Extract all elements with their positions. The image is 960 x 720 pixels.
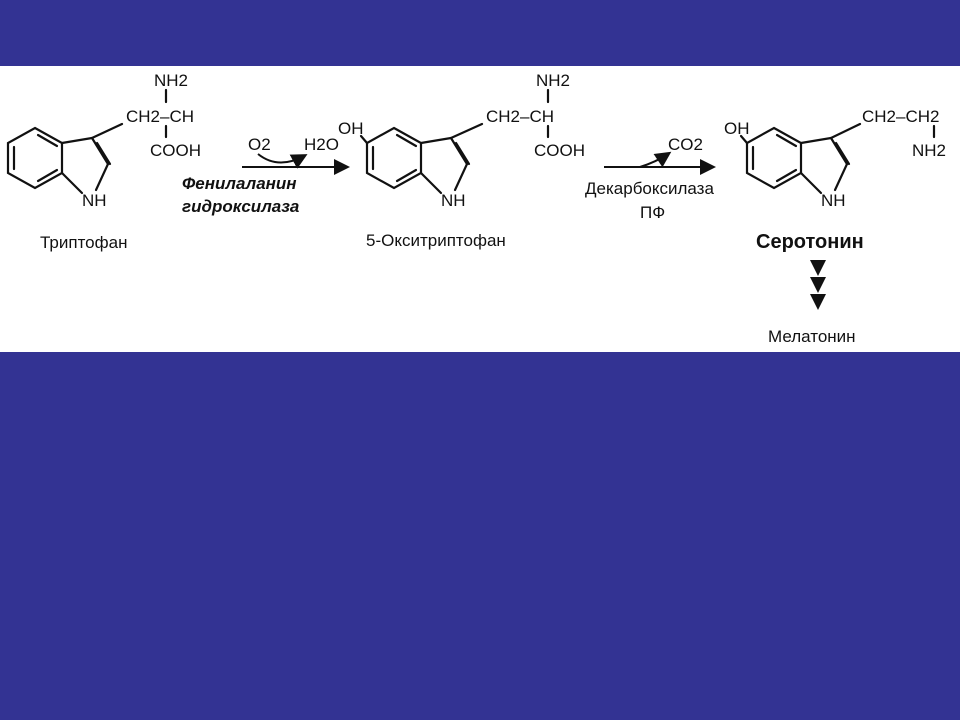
tryptophan-nh2: NH2: [154, 71, 188, 90]
serotonin-nh: NH: [821, 191, 846, 210]
serotonin-ch2-ch2: CH2–CH2: [862, 107, 939, 126]
pathway-panel: NH2 CH2–CH COOH NH Триптофан O2 H2O Фени…: [0, 66, 960, 352]
cofactor-pf: ПФ: [640, 203, 665, 222]
tryptophan-name: Триптофан: [40, 233, 127, 252]
oxytryptophan-nh2: NH2: [536, 71, 570, 90]
oxytryptophan-cooh: COOH: [534, 141, 585, 160]
reaction1-h2o: H2O: [304, 135, 339, 154]
tryptophan-ch2-ch: CH2–CH: [126, 107, 194, 126]
tryptophan-nh: NH: [82, 191, 107, 210]
oxytryptophan-nh: NH: [441, 191, 466, 210]
reaction-decarboxylation: CO2 Декарбоксилаза ПФ: [585, 135, 716, 222]
oxytryptophan-name: 5-Окситриптофан: [366, 231, 506, 250]
enzyme-decarboxylase: Декарбоксилаза: [585, 179, 714, 198]
enzyme-phenylalanine-hydroxylase-line1: Фенилаланин: [182, 174, 297, 193]
serotonin-name: Серотонин: [756, 231, 864, 253]
oxytryptophan-ch2-ch: CH2–CH: [486, 107, 554, 126]
melatonin-name: Мелатонин: [768, 327, 856, 346]
tryptophan-indole-ring: [6, 122, 124, 195]
oxytryptophan-indole-ring: [359, 122, 484, 195]
tryptophan-cooh: COOH: [150, 141, 201, 160]
reaction1-side-arrow: [257, 153, 308, 169]
serotonin-pathway-diagram: NH2 CH2–CH COOH NH Триптофан O2 H2O Фени…: [6, 71, 946, 346]
tryptophan-structure: NH2 CH2–CH COOH NH Триптофан: [6, 71, 201, 252]
enzyme-phenylalanine-hydroxylase-line2: гидроксилаза: [182, 197, 299, 216]
reaction2-co2: CO2: [668, 135, 703, 154]
serotonin-structure: OH CH2–CH2 NH2 NH Серотонин: [724, 107, 946, 253]
reaction2-side-arrow: [639, 151, 672, 168]
serotonin-indole-ring: [739, 122, 862, 195]
oxytryptophan-structure: OH NH2 CH2–CH COOH NH 5-Окситриптофан: [338, 71, 585, 250]
reaction1-o2: O2: [248, 135, 271, 154]
oxytryptophan-oh: OH: [338, 119, 364, 138]
serotonin-oh: OH: [724, 119, 750, 138]
serotonin-nh2: NH2: [912, 141, 946, 160]
reaction-hydroxylation: O2 H2O Фенилаланин гидроксилаза: [182, 135, 350, 216]
